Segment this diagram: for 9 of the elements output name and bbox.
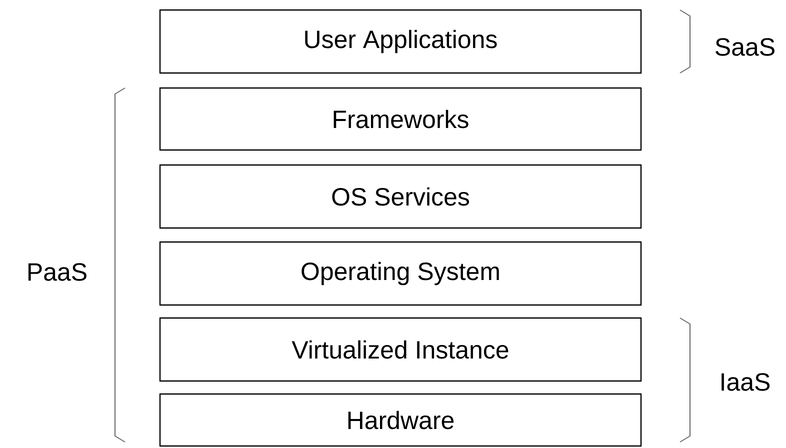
layer-label: PaaS: [28, 263, 86, 281]
layer-label: IaaS: [722, 373, 770, 391]
layer-box: User Applications: [159, 9, 642, 74]
layer-box: Frameworks: [159, 87, 642, 151]
layer-box: Virtualized Instance: [159, 317, 642, 382]
layer-label: SaaS: [716, 38, 774, 56]
layer-box: Hardware: [159, 393, 642, 447]
layer-box: Operating System: [159, 241, 642, 306]
layer-box: OS Services: [159, 164, 642, 229]
